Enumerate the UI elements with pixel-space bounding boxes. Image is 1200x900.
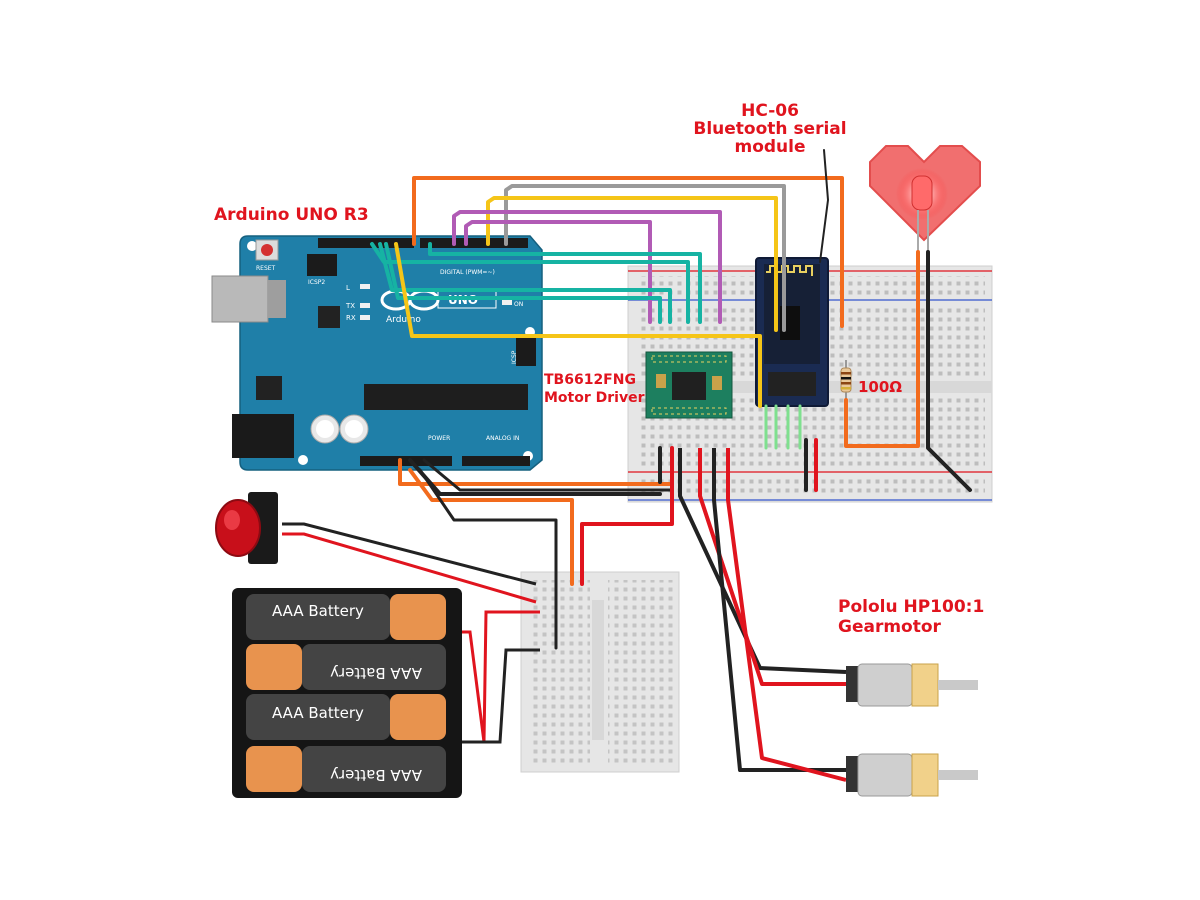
usb-port [211, 275, 269, 323]
button-cap-icon [215, 499, 261, 557]
svg-text:AAA Battery: AAA Battery [272, 704, 364, 722]
gearmotor-2 [846, 753, 978, 797]
resistor-label: 100Ω [858, 378, 902, 396]
driver-label-line2: Motor Driver [544, 390, 645, 406]
reset-button [261, 244, 273, 256]
on-led-label: ON [514, 301, 523, 308]
digital-header-right [420, 238, 528, 248]
driver-label-line1: TB6612FNG [544, 372, 636, 388]
hc06-label-line2: Bluetooth serial [693, 119, 846, 139]
svg-text:AAA Battery: AAA Battery [330, 766, 422, 784]
motor-label-line2: Gearmotor [838, 617, 942, 637]
driver-chip [672, 372, 706, 400]
rx-label: RX [346, 314, 356, 322]
motor-label-line1: Pololu HP100:1 [838, 597, 984, 617]
push-button [215, 492, 278, 564]
heart-led-decoration [869, 145, 981, 252]
battery-4: AAA Battery [246, 746, 446, 792]
tx-label: TX [345, 302, 355, 310]
reset-label: RESET [256, 265, 276, 272]
icsp-label: ICSP [511, 350, 518, 364]
power-header [360, 456, 452, 466]
atmega-chip [364, 384, 528, 410]
small-breadboard [520, 571, 680, 773]
analog-header [462, 456, 530, 466]
digital-label: DIGITAL (PWM=~) [440, 269, 495, 276]
signal-wires [370, 149, 972, 650]
battery-pack: AAA Battery AAA Battery AAA Battery AAA … [232, 588, 462, 798]
resistor-100-ohm [840, 360, 852, 400]
button-wires [282, 522, 540, 744]
digital-header-left [318, 238, 414, 248]
hc06-bluetooth-module [755, 257, 829, 407]
svg-text:AAA Battery: AAA Battery [330, 664, 422, 682]
led-icon [911, 175, 933, 211]
arduino-label: Arduino UNO R3 [214, 205, 369, 225]
gearmotor-1 [846, 663, 978, 707]
svg-text:AAA Battery: AAA Battery [272, 602, 364, 620]
icsp2-label: ICSP2 [308, 279, 325, 286]
motor-wires [678, 448, 847, 782]
battery-2: AAA Battery [246, 644, 446, 690]
hc06-label-line3: module [734, 137, 805, 157]
l-led-label: L [346, 284, 350, 292]
hc06-label-line1: HC-06 [741, 101, 799, 121]
arduino-uno-board: RESET ICSP2 DIGITAL (PWM=~) L TX RX ON A… [211, 235, 543, 471]
battery-3: AAA Battery [246, 694, 446, 740]
tb6612fng-motor-driver [645, 351, 733, 419]
power-label: POWER [428, 435, 450, 442]
analog-label: ANALOG IN [486, 435, 519, 442]
power-jack [232, 414, 294, 458]
battery-1: AAA Battery [246, 594, 446, 640]
brand-text: Arduino [386, 315, 421, 325]
